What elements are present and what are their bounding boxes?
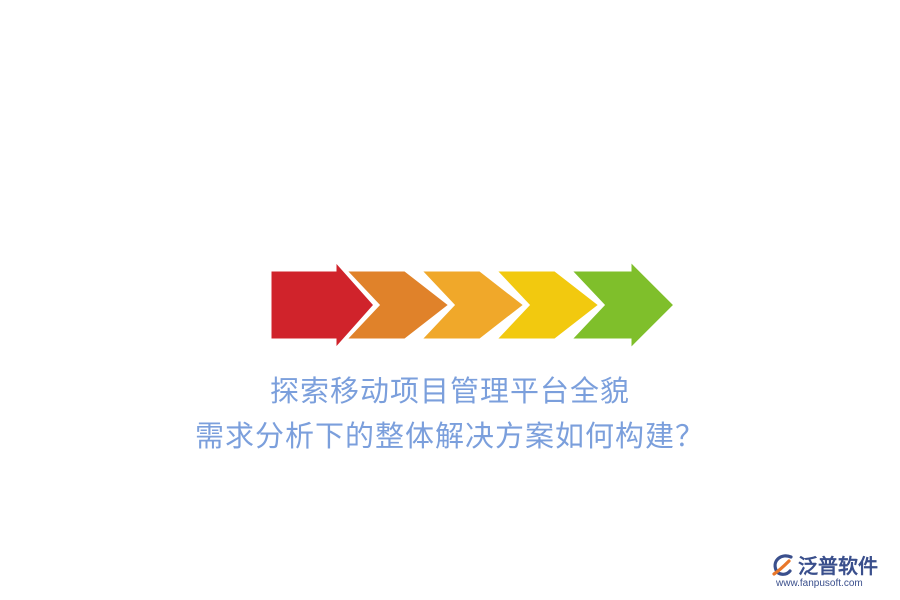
arrow-5-green (566, 256, 678, 354)
logo-url: www.fanpusoft.com (776, 578, 863, 589)
title-line-2: 需求分析下的整体解决方案如何构建？ (194, 419, 705, 453)
process-arrows (268, 256, 678, 354)
arrow-3-amber (416, 268, 528, 342)
arrow-2-orange (341, 268, 453, 342)
arrow-4-yellow (491, 268, 603, 342)
fanpu-logo: 泛普软件 www.fanpusoft.com (770, 548, 895, 592)
logo-mark-icon (772, 554, 793, 576)
logo-name: 泛普软件 (798, 554, 878, 578)
logo-swoosh-orange (772, 559, 791, 576)
title-line-1: 探索移动项目管理平台全貌 (269, 374, 630, 408)
logo-swoosh-blue (773, 554, 793, 576)
